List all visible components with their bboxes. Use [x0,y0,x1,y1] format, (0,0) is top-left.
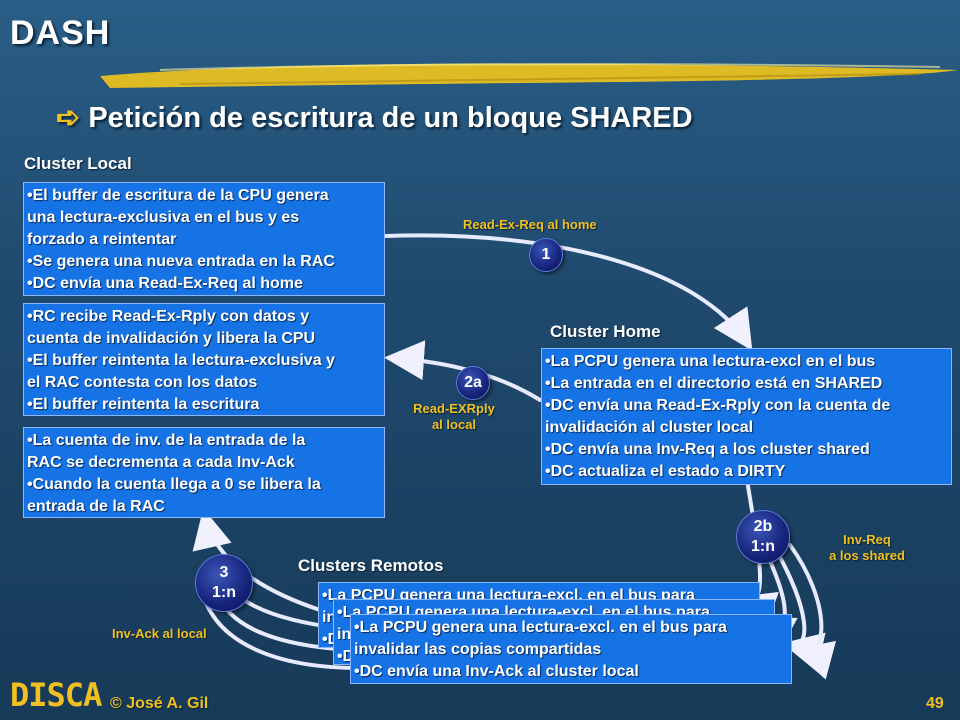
remote-box-back-2-line: in [337,626,352,643]
remote-box-front: •La PCPU genera una lectura-excl. en el … [350,614,792,684]
disca-logo: DISCA [10,676,102,714]
local-box-2-line: •El buffer reintenta la escritura [27,396,260,413]
home-box-line: •La PCPU genera una lectura-excl en el b… [545,353,876,370]
label-read-ex-rply-line: al local [431,417,477,432]
arrow-bullet-icon: ➪ [56,102,81,134]
local-box-1-line: •DC envía una Read-Ex-Req al home [27,275,303,292]
slide-title: DASH [10,14,111,52]
local-box-2-line: •El buffer reintenta la lectura-exclusiv… [27,352,335,369]
home-box: •La PCPU genera una lectura-excl en el b… [541,348,952,485]
remote-box-back-2-line: •D [337,648,355,665]
arrow-read-ex-req [384,233,753,351]
local-box-3-line: RAC se decrementa a cada Inv-Ack [27,454,295,471]
local-box-3: •La cuenta de inv. de la entrada de la R… [23,427,385,518]
heading-clusters-remotos: Clusters Remotos [298,556,444,575]
local-box-2: •RC recibe Read-Ex-Rply con datos y cuen… [23,303,385,416]
local-box-2-line: cuenta de invalidación y libera la CPU [27,330,316,347]
label-read-ex-req: Read-Ex-Req al home [463,217,597,232]
local-box-2-line: •RC recibe Read-Ex-Rply con datos y [27,308,310,325]
home-box-line: invalidación al cluster local [545,419,754,436]
label-read-ex-rply-line: Read-EXRply [413,401,495,416]
step-2b-circle: 2b 1:n [736,510,790,564]
local-box-3-line: •La cuenta de inv. de la entrada de la [27,432,306,449]
arrow-inv-req-4 [788,543,837,680]
home-box-line: •DC actualiza el estado a DIRTY [545,463,786,480]
slide-subtitle: ➪Petición de escritura de un bloque SHAR… [56,100,693,135]
remote-box-front-line: invalidar las copias compartidas [354,641,602,658]
local-box-3-line: entrada de la RAC [27,498,165,515]
heading-cluster-home: Cluster Home [550,322,661,341]
label-inv-req-line: Inv-Req [843,532,891,547]
step-2b-number: 2b [753,518,773,535]
local-box-1-line: una lectura-exclusiva en el bus y es [27,209,300,226]
step-1-label: 1 [541,246,551,263]
subtitle-text: Petición de escritura de un bloque SHARE… [88,102,693,134]
step-1-circle: 1 [529,238,563,272]
remote-box-front-line: •La PCPU genera una lectura-excl. en el … [354,619,727,636]
disca-logo-text: DISCA [10,676,102,714]
label-inv-req: Inv-Req a los shared [814,532,920,564]
local-box-1-line: •Se genera una nueva entrada en la RAC [27,253,335,270]
local-box-1-line: •El buffer de escritura de la CPU genera [27,187,329,204]
home-box-line: •DC envía una Inv-Req a los cluster shar… [545,441,870,458]
step-3-number: 3 [219,564,229,581]
page-number: 49 [926,695,944,712]
step-2a-circle: 2a [456,366,490,400]
label-read-ex-rply: Read-EXRply al local [412,401,496,433]
local-box-1-line: forzado a reintentar [27,231,177,248]
heading-cluster-local: Cluster Local [24,154,132,173]
step-3-circle: 3 1:n [195,554,253,612]
label-inv-ack: Inv-Ack al local [112,626,207,641]
label-inv-req-line: a los shared [829,548,905,563]
brush-stroke-decoration [100,63,958,88]
local-box-2-line: el RAC contesta con los datos [27,374,258,391]
home-box-line: •DC envía una Read-Ex-Rply con la cuenta… [545,397,891,414]
remote-box-back-1-line: in [322,609,337,626]
step-3-ratio: 1:n [212,584,236,601]
step-2a-label: 2a [464,374,482,391]
step-2b-ratio: 1:n [751,538,775,555]
arrow-inv-ack-4 [203,598,362,670]
local-box-1: •El buffer de escritura de la CPU genera… [23,182,385,296]
remote-box-front-line: •DC envía una Inv-Ack al cluster local [354,663,639,680]
home-box-line: •La entrada en el directorio está en SHA… [545,375,883,392]
author-credit: © José A. Gil [110,695,209,712]
local-box-3-line: •Cuando la cuenta llega a 0 se libera la [27,476,321,493]
